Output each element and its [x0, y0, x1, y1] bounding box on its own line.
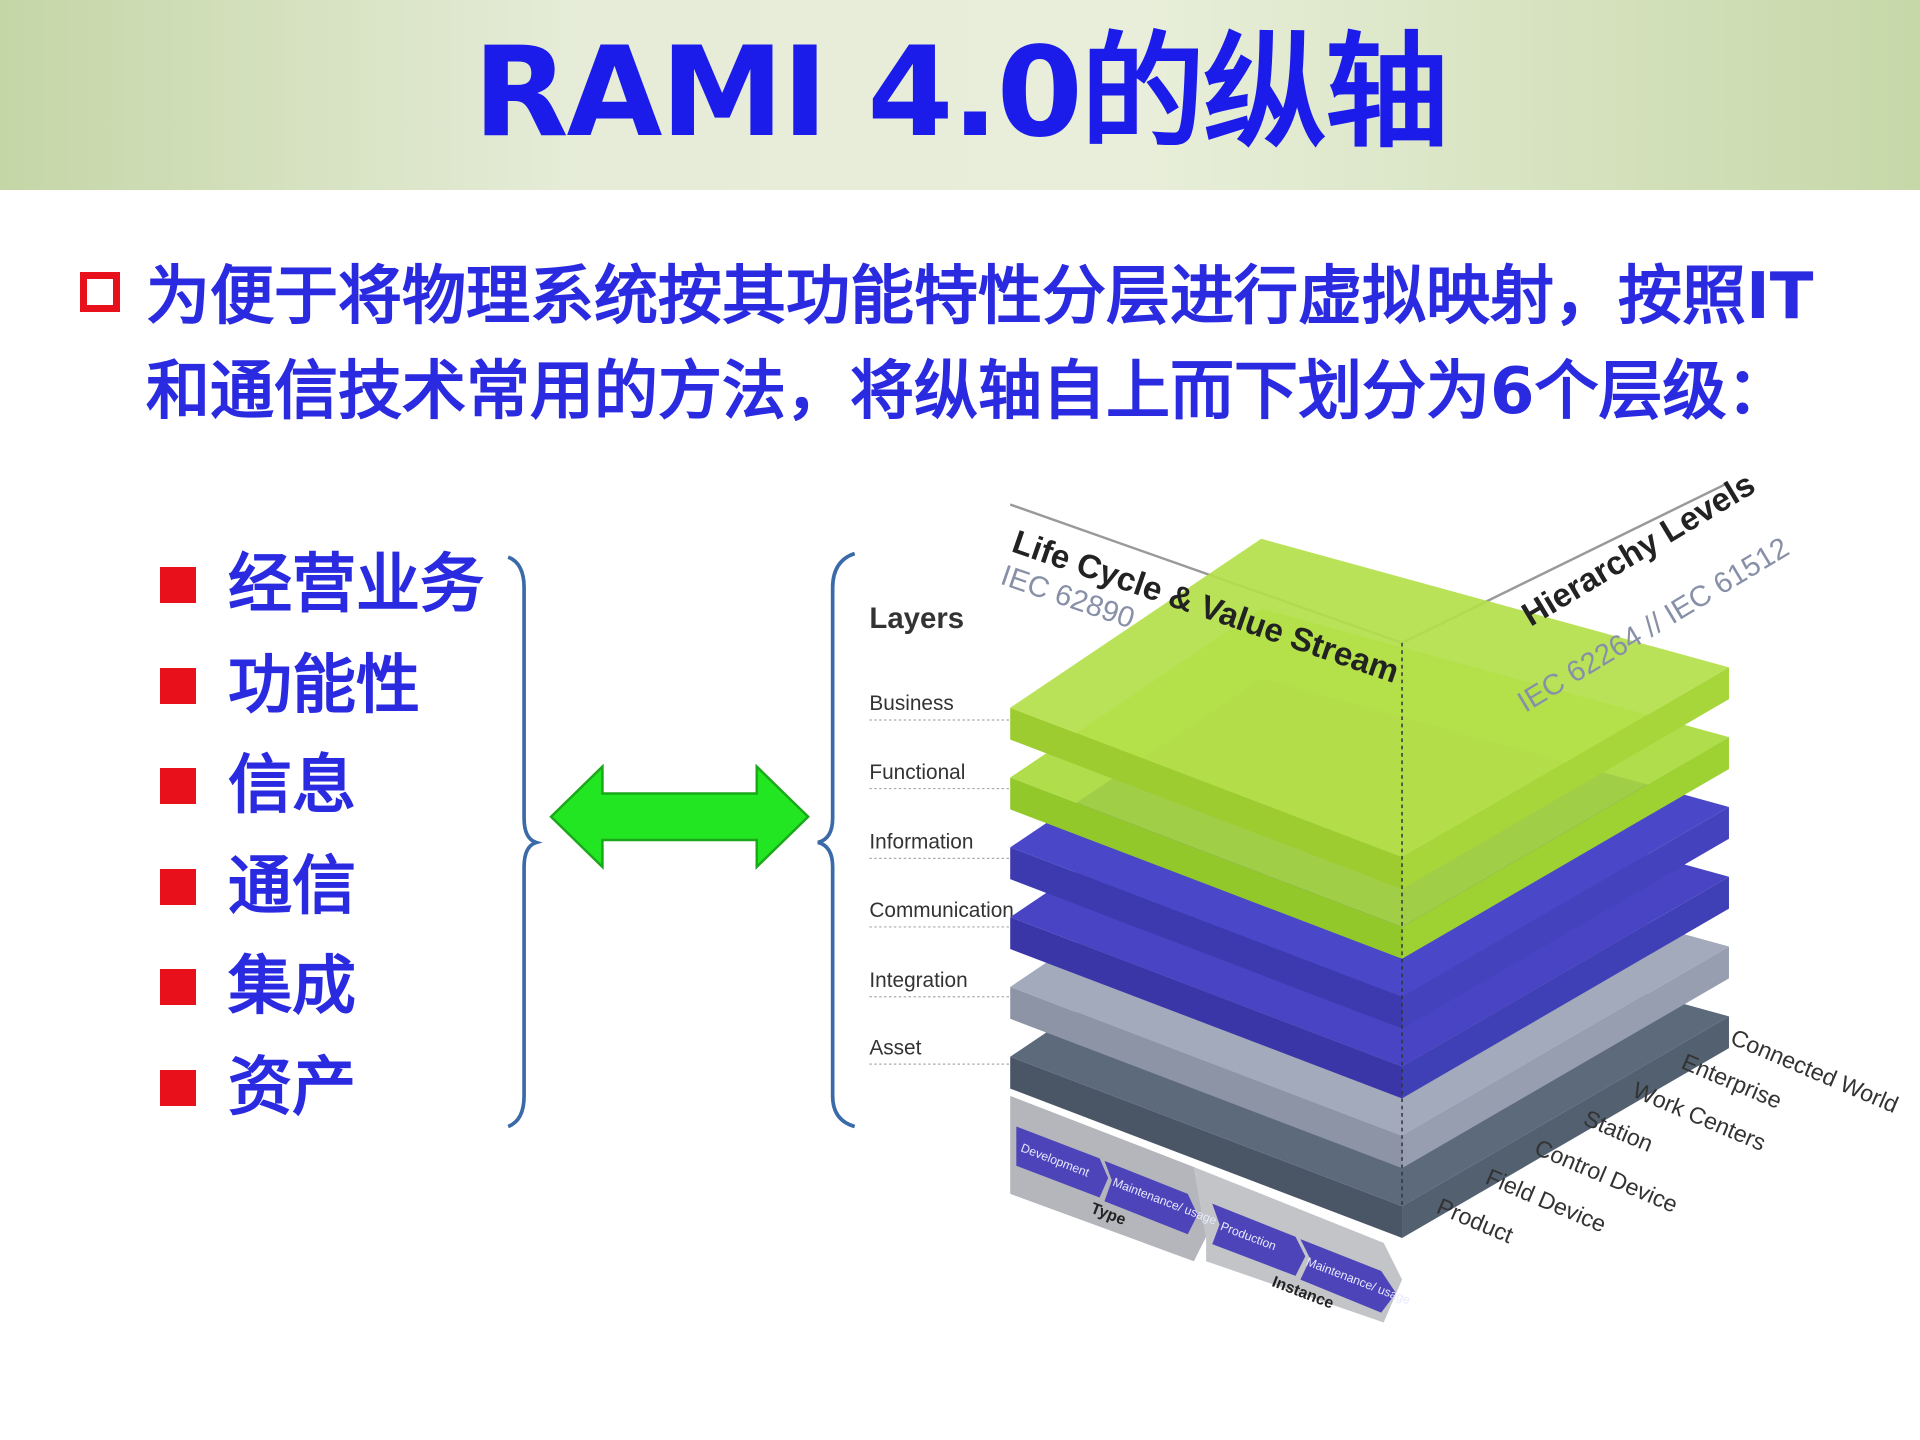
layer-functional-slab: [1402, 737, 1729, 959]
left-brace: [817, 551, 856, 1129]
hierarchy-level: Product: [1433, 1193, 1517, 1248]
level-label: 功能性: [228, 648, 420, 723]
layer-label: Communication: [869, 899, 1013, 922]
square-bullet-icon: [160, 1069, 196, 1106]
layer-label: Business: [869, 692, 953, 715]
lifecycle-strip: Development Maintenance/ usage Productio…: [1010, 1095, 1412, 1323]
level-label: 集成: [228, 950, 356, 1024]
double-arrow-icon: [549, 763, 810, 870]
square-bullet-icon: [160, 768, 196, 804]
hollow-square-bullet-icon: [80, 272, 120, 312]
layer-information-slab: [1402, 806, 1729, 1029]
layer-leader-lines: [869, 719, 1017, 1065]
hierarchy-level: Station: [1580, 1105, 1657, 1157]
layer-asset-slab: [1402, 1016, 1729, 1238]
title-band: [0, 0, 1920, 190]
layer-business-slab: [1402, 667, 1729, 889]
layer-information-slab: [1010, 847, 1403, 1029]
production-chevron: [1212, 1203, 1306, 1276]
layer-functional-slab: [1010, 777, 1403, 959]
layer-label: Functional: [869, 761, 965, 784]
level-label: 信息: [228, 749, 356, 823]
layer-labels: Business Functional Information Communic…: [869, 692, 1013, 1059]
square-bullet-icon: [160, 667, 196, 704]
layer-business-slab: [1010, 707, 1403, 889]
layer-asset-slab: [1010, 1056, 1403, 1238]
layer-integration-slab: [1402, 946, 1729, 1169]
level-label: 资产: [228, 1050, 356, 1125]
layer-business-slab: [1010, 538, 1729, 858]
maintenance-chevron: [1104, 1160, 1198, 1235]
layer-communication-slab: [1010, 917, 1403, 1099]
intro-text: 为便于将物理系统按其功能特性分层进行虚拟映射，按照IT和通信技术常用的方法，将纵…: [146, 260, 1814, 429]
layer-integration-slab: [1010, 986, 1403, 1169]
level-label: 通信: [228, 849, 356, 924]
layer-label: Integration: [869, 969, 967, 992]
maintenance-chevron: [1300, 1239, 1396, 1313]
square-bullet-icon: [160, 567, 196, 603]
right-brace: [507, 555, 543, 1129]
layer-stack: [1010, 538, 1729, 1238]
square-bullet-icon: [160, 868, 196, 905]
development-chevron: [1016, 1126, 1109, 1198]
slide-title: RAMI 4.0的纵轴: [473, 21, 1449, 165]
hierarchy-axis-label: Hierarchy Levels: [1516, 466, 1762, 634]
layer-communication-slab: [1402, 876, 1729, 1099]
layers-title: Layers: [869, 602, 964, 635]
layer-label: Information: [869, 831, 973, 854]
square-bullet-icon: [160, 969, 196, 1005]
level-label: 经营业务: [228, 548, 484, 622]
layer-label: Asset: [869, 1036, 921, 1059]
